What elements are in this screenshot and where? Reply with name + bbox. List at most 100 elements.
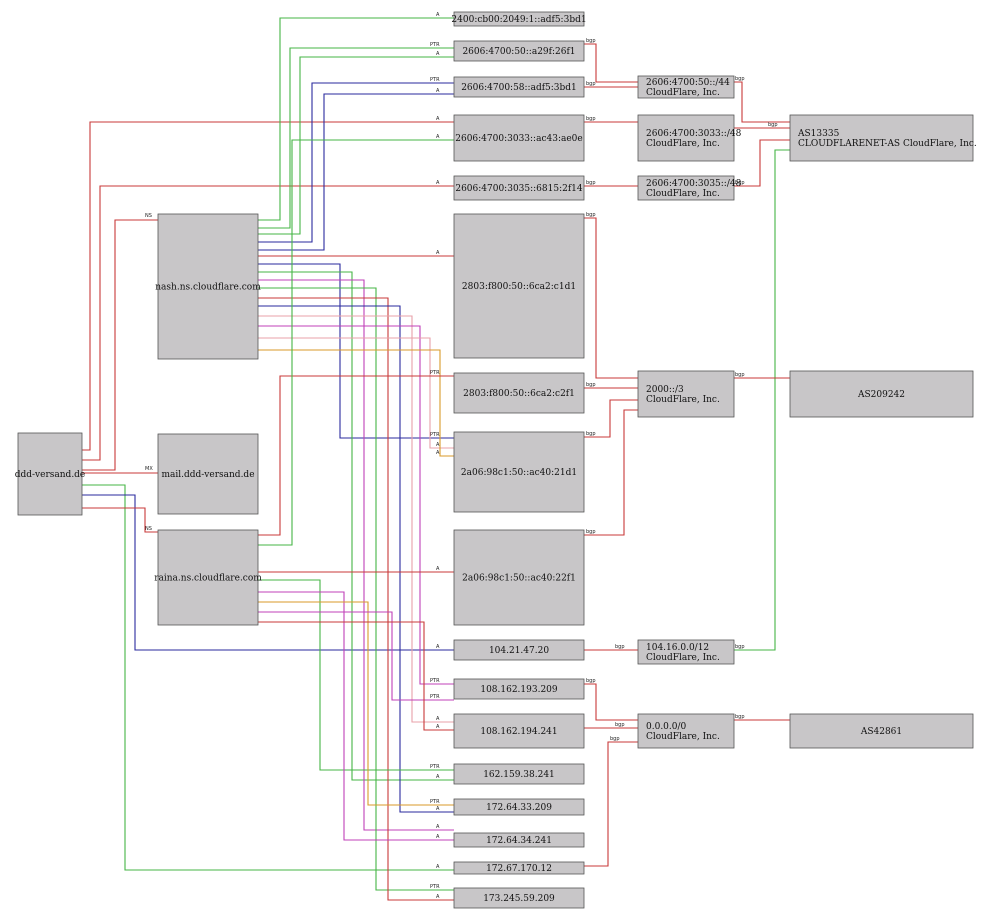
edge-label: A: [436, 834, 440, 840]
node-label: 104.16.0.0/12: [646, 643, 709, 653]
node-box: [453, 887, 585, 909]
edge-label: bgp: [735, 76, 745, 82]
edge-label: bgp: [586, 212, 596, 218]
edge-23: [258, 349, 454, 457]
node-as2[interactable]: AS209242: [789, 370, 974, 418]
node-v6f[interactable]: 2803:f800:50::6ca2:c1d1: [453, 213, 585, 359]
node-label: 162.159.38.241: [483, 770, 555, 780]
edge-29: [258, 601, 454, 806]
node-box: [789, 114, 974, 162]
edge-label: A: [436, 450, 440, 456]
node-v6c[interactable]: 2606:4700:58::adf5:3bd1: [453, 76, 585, 98]
edge-label: A: [436, 51, 440, 57]
edge-16: [258, 279, 454, 831]
node-label: CloudFlare, Inc.: [646, 732, 720, 742]
node-v6h[interactable]: 2a06:98c1:50::ac40:21d1: [453, 431, 585, 513]
edge-12: [258, 93, 454, 251]
node-v4d[interactable]: 162.159.38.241: [453, 763, 585, 785]
node-label: 2803:f800:50::6ca2:c2f1: [463, 389, 575, 399]
edge-label: bgp: [735, 644, 745, 650]
node-label: 2606:4700:58::adf5:3bd1: [461, 83, 577, 93]
node-v6b[interactable]: 2606:4700:50::a29f:26f1: [453, 40, 585, 62]
node-box: [789, 713, 974, 749]
node-box: [17, 432, 83, 516]
edge-label: bgp: [610, 736, 620, 742]
edge-label: A: [436, 180, 440, 186]
node-box: [453, 114, 585, 162]
edge-21: [258, 325, 454, 685]
edge-label: A: [436, 134, 440, 140]
edge-label: bgp: [586, 180, 596, 186]
node-label: CloudFlare, Inc.: [646, 88, 720, 98]
node-v4g[interactable]: 172.67.170.12: [453, 861, 585, 875]
node-ddd[interactable]: ddd-versand.de: [15, 432, 86, 516]
node-mail[interactable]: mail.ddd-versand.de: [157, 433, 259, 515]
edge-label: bgp: [615, 644, 625, 650]
node-nash[interactable]: nash.ns.cloudflare.com: [155, 213, 261, 360]
edge-44: [734, 81, 790, 123]
node-box: [637, 75, 735, 99]
node-v6d[interactable]: 2606:4700:3033::ac43:ae0e: [453, 114, 585, 162]
node-label: CLOUDFLARENET-AS CloudFlare, Inc.: [798, 139, 977, 149]
edge-label: bgp: [586, 678, 596, 684]
node-v4f[interactable]: 172.64.34.241: [453, 832, 585, 848]
node-v6a[interactable]: 2400:cb00:2049:1::adf5:3bd1: [451, 11, 587, 27]
edge-label: bgp: [735, 714, 745, 720]
node-as3[interactable]: AS42861: [789, 713, 974, 749]
edge-label: A: [436, 824, 440, 830]
edge-label: bgp: [586, 529, 596, 535]
edge-20: [258, 315, 454, 723]
node-v4b[interactable]: 108.162.193.209: [453, 678, 585, 700]
edge-2: [82, 185, 454, 461]
node-label: AS209242: [857, 390, 905, 400]
edge-43: [584, 741, 638, 867]
node-label: mail.ddd-versand.de: [161, 470, 254, 480]
node-v4c[interactable]: 108.162.194.241: [453, 713, 585, 749]
node-label: 2a06:98c1:50::ac40:22f1: [462, 574, 576, 584]
edge-label: A: [436, 894, 440, 900]
edge-22: [258, 337, 454, 449]
node-box: [453, 639, 585, 661]
edge-label: PTR: [430, 77, 440, 83]
node-label: 172.64.33.209: [486, 803, 552, 813]
node-box: [453, 213, 585, 359]
node-box: [453, 76, 585, 98]
edge-label: bgp: [615, 722, 625, 728]
node-v6i[interactable]: 2a06:98c1:50::ac40:22f1: [453, 529, 585, 626]
edge-label: PTR: [430, 694, 440, 700]
node-raina[interactable]: raina.ns.cloudflare.com: [154, 529, 262, 626]
edge-label: PTR: [430, 678, 440, 684]
node-box: [453, 175, 585, 201]
node-label: nash.ns.cloudflare.com: [155, 283, 261, 293]
edge-label: A: [436, 806, 440, 812]
node-v4e[interactable]: 172.64.33.209: [453, 798, 585, 816]
edge-label: bgp: [586, 382, 596, 388]
node-box: [637, 370, 735, 418]
node-v4h[interactable]: 173.245.59.209: [453, 887, 585, 909]
node-box: [789, 370, 974, 418]
edge-47: [734, 149, 790, 651]
edge-label: PTR: [430, 432, 440, 438]
node-v6g[interactable]: 2803:f800:50::6ca2:c2f1: [453, 372, 585, 414]
node-v4a[interactable]: 104.21.47.20: [453, 639, 585, 661]
edge-19: [258, 305, 454, 813]
edge-label: MX: [145, 466, 153, 472]
edge-41: [584, 683, 638, 721]
edge-label: bgp: [586, 81, 596, 87]
node-box: [157, 213, 259, 360]
edge-27: [258, 579, 454, 771]
node-box: [637, 175, 735, 201]
node-label: 104.21.47.20: [489, 646, 549, 656]
edge-label: A: [436, 774, 440, 780]
node-box: [453, 861, 585, 875]
node-v6e[interactable]: 2606:4700:3035::6815:2f14: [453, 175, 585, 201]
node-box: [637, 713, 735, 749]
